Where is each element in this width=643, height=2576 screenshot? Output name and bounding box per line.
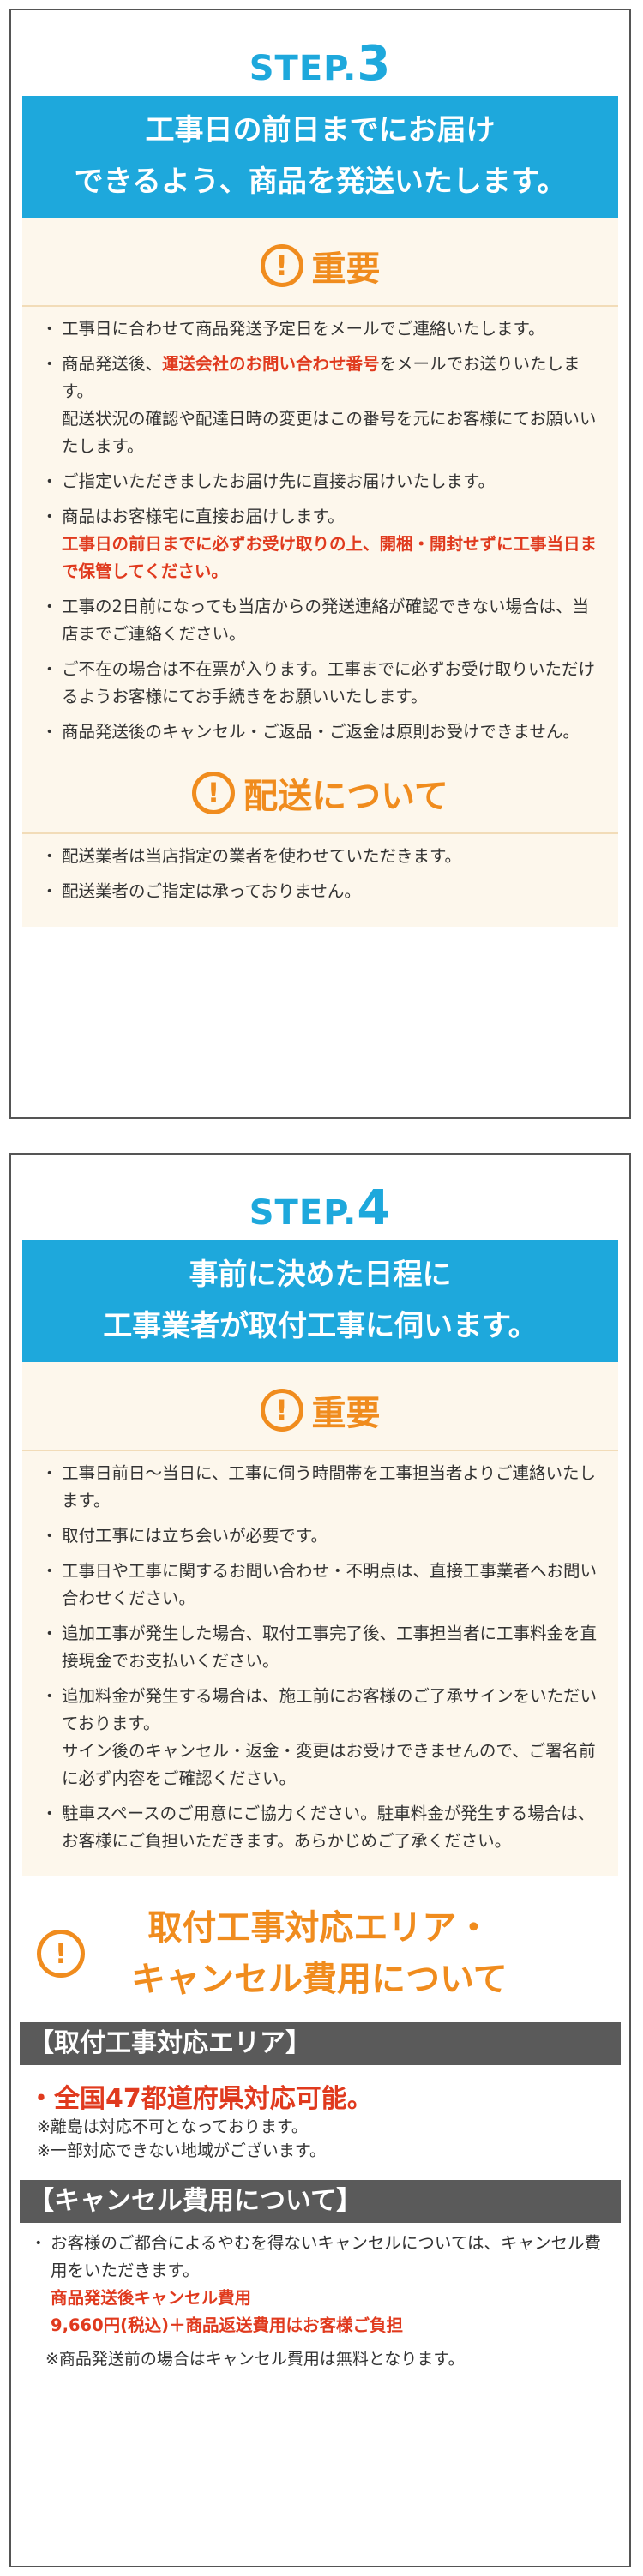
list-item: 商品発送後、運送会社のお問い合わせ番号をメールでお送りいたします。 配送状況の確… xyxy=(39,351,603,460)
list-item: 取付工事には立ち会いが必要です。 xyxy=(39,1522,603,1550)
cancel-bar: 【キャンセル費用について】 xyxy=(20,2180,621,2223)
list-item: 工事の2日前になっても当店からの発送連絡が確認できない場合は、当店までご連絡くだ… xyxy=(39,593,603,648)
step4-content: ! 重要 工事日前日〜当日に、工事に伺う時間帯を工事担当者よりご連絡いたします。… xyxy=(22,1362,618,1876)
step4-title: STEP.4 xyxy=(249,1180,392,1236)
cancel-list: お客様のご都合によるやむを得ないキャンセルについては、キャンセル費用をいただきま… xyxy=(11,2223,629,2339)
step3-important-list: 工事日に合わせて商品発送予定日をメールでご連絡いたします。 商品発送後、運送会社… xyxy=(22,315,618,746)
list-item: 工事日に合わせて商品発送予定日をメールでご連絡いたします。 xyxy=(39,315,603,343)
list-item: ご指定いただきましたお届け先に直接お届けいたします。 xyxy=(39,468,603,495)
area-bar: 【取付工事対応エリア】 xyxy=(20,2022,621,2065)
list-item: 追加工事が発生した場合、取付工事完了後、工事担当者に工事料金を直接現金でお支払い… xyxy=(39,1620,603,1675)
step4-important-list: 工事日前日〜当日に、工事に伺う時間帯を工事担当者よりご連絡いたします。 取付工事… xyxy=(22,1460,618,1855)
list-item: 追加料金が発生する場合は、施工前にお客様のご了承サインをいただいております。 サ… xyxy=(39,1683,603,1792)
step3-delivery-list: 配送業者は当店指定の業者を使わせていただきます。 配送業者のご指定は承っておりま… xyxy=(22,843,618,905)
divider xyxy=(22,305,618,307)
step3-banner: 工事日の前日までにお届け できるよう、商品を発送いたします。 xyxy=(22,96,618,218)
step3-card: STEP.3 工事日の前日までにお届け できるよう、商品を発送いたします。 ! … xyxy=(9,9,631,1119)
step4-card: STEP.4 事前に決めた日程に 工事業者が取付工事に伺います。 ! 重要 工事… xyxy=(9,1153,631,2567)
list-item: 商品はお客様宅に直接お届けします。 工事日の前日までに必ずお受け取りの上、開梱・… xyxy=(39,503,603,585)
exclamation-icon: ! xyxy=(260,1389,303,1432)
list-item: 工事日や工事に関するお問い合わせ・不明点は、直接工事業者へお問い合わせください。 xyxy=(39,1558,603,1612)
cancel-note: ※商品発送前の場合はキャンセル費用は無料となります。 xyxy=(45,2350,465,2369)
list-item: 配送業者は当店指定の業者を使わせていただきます。 xyxy=(39,843,603,870)
list-item: お客様のご都合によるやむを得ないキャンセルについては、キャンセル費用をいただきま… xyxy=(28,2230,614,2339)
exclamation-icon: ! xyxy=(192,772,236,814)
step3-content: ! 重要 工事日に合わせて商品発送予定日をメールでご連絡いたします。 商品発送後… xyxy=(22,218,618,927)
step4-banner: 事前に決めた日程に 工事業者が取付工事に伺います。 xyxy=(22,1240,618,1362)
delivery-heading: ! 配送について xyxy=(22,754,618,832)
list-item: ご不在の場合は不在票が入ります。工事までに必ずお受け取りいただけるようお客様にて… xyxy=(39,656,603,711)
important-heading: ! 重要 xyxy=(22,1371,618,1450)
area-note: ※離島は対応不可となっております。 xyxy=(37,2117,308,2136)
list-item: 駐車スペースのご用意にご協力ください。駐車料金が発生する場合は、お客様にご負担い… xyxy=(39,1800,603,1855)
step3-title: STEP.3 xyxy=(249,36,392,92)
divider xyxy=(22,832,618,834)
area-heading: ! 取付工事対応エリア・ キャンセル費用について xyxy=(11,1876,629,2022)
area-nationwide: ・全国47都道府県対応可能。 xyxy=(28,2084,373,2114)
exclamation-icon: ! xyxy=(37,1930,85,1978)
list-item: 配送業者のご指定は承っておりません。 xyxy=(39,878,603,905)
area-note: ※一部対応できない地域がございます。 xyxy=(37,2141,327,2160)
list-item: 商品発送後のキャンセル・ご返品・ご返金は原則お受けできません。 xyxy=(39,718,603,746)
list-item: 工事日前日〜当日に、工事に伺う時間帯を工事担当者よりご連絡いたします。 xyxy=(39,1460,603,1515)
important-heading: ! 重要 xyxy=(22,226,618,305)
exclamation-icon: ! xyxy=(260,244,303,287)
divider xyxy=(22,1450,618,1451)
